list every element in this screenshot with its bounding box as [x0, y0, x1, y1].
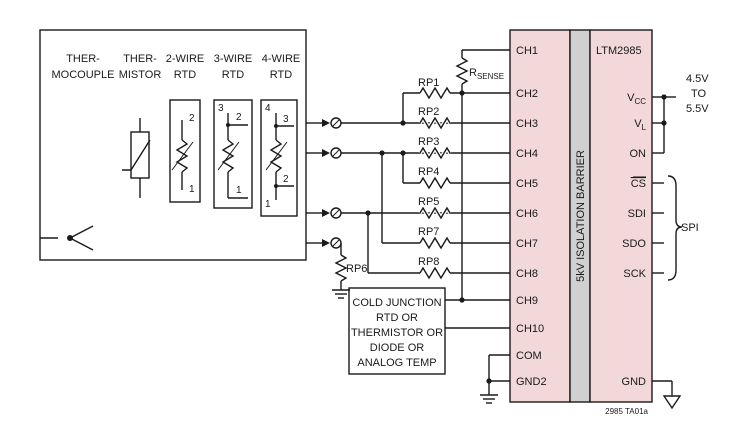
rtd2-label-2: RTD	[174, 69, 196, 81]
rtd2-label-1: 2-WIRE	[166, 53, 205, 65]
pin-ch9: CH9	[516, 295, 538, 307]
analog-side-block	[509, 29, 571, 403]
pin-on: ON	[630, 148, 647, 160]
digital-side-block	[589, 29, 653, 403]
resistor-rp4-label: RP4	[418, 166, 439, 178]
input-wiring	[306, 49, 510, 404]
pin-cs: CS	[631, 178, 646, 190]
pin-vl-main: V	[634, 118, 642, 130]
isolation-barrier-label: 5kV ISOLATION BARRIER	[575, 150, 587, 282]
rtd2-pin-2: 2	[189, 113, 195, 124]
figure-id: 2985 TA01a	[605, 407, 648, 416]
pin-ch10: CH10	[516, 323, 544, 335]
pin-ch2: CH2	[516, 88, 538, 100]
terminal-ch4	[330, 147, 342, 159]
rtd3-pin-3: 3	[218, 103, 224, 114]
resistor-rp8-label: RP8	[418, 256, 439, 268]
pin-vcc-sub: CC	[634, 97, 646, 106]
rtd4-pin-2: 2	[283, 174, 289, 185]
pin-vcc: VCC	[627, 92, 646, 106]
rtd3-pin-2: 2	[236, 112, 242, 123]
pin-ch1: CH1	[516, 45, 538, 57]
pin-ch8: CH8	[516, 268, 538, 280]
resistor-rp6-label: RP6	[346, 263, 367, 275]
terminal-ch8	[330, 237, 342, 249]
rtd3-label-2: RTD	[222, 69, 244, 81]
pin-vcc-main: V	[627, 92, 635, 104]
pin-sdo: SDO	[622, 238, 646, 250]
chip-name: LTM2985	[596, 45, 642, 57]
sensor-panel: THER- MOCOUPLE THER- MISTOR 2-WIRE RTD 3…	[39, 29, 307, 261]
pin-ch7: CH7	[516, 238, 538, 250]
pin-ch6: CH6	[516, 208, 538, 220]
spi-bus	[652, 175, 683, 281]
rtd3-symbol: 3 2 1	[213, 99, 253, 209]
supply-wiring	[652, 94, 676, 154]
rsense-label: RSENSE	[469, 67, 504, 81]
terminal-ch6	[330, 207, 342, 219]
pin-gnd2: GND2	[516, 376, 547, 388]
pin-vl-sub: L	[642, 123, 647, 132]
rsense-sub: SENSE	[477, 72, 504, 81]
thermocouple-label-1: THER-	[66, 53, 100, 65]
thermocouple-label-2: MOCOUPLE	[52, 69, 115, 81]
rtd4-label-1: 4-WIRE	[262, 53, 301, 65]
cold-junction-line-5: ANALOG TEMP	[357, 357, 436, 369]
cold-junction-line-1: COLD JUNCTION	[352, 297, 441, 309]
rsense-main: R	[469, 67, 477, 79]
pin-ch5: CH5	[516, 178, 538, 190]
rtd2-pin-1: 1	[189, 184, 195, 195]
supply-voltage-max: 5.5V	[686, 103, 709, 115]
supply-voltage-min: 4.5V	[686, 73, 709, 85]
rtd3-label-1: 3-WIRE	[214, 53, 253, 65]
pin-sdi: SDI	[628, 208, 646, 220]
rtd4-pin-4: 4	[265, 103, 271, 114]
thermocouple-symbol	[40, 225, 94, 251]
ground-symbol	[652, 380, 682, 410]
pin-ch4: CH4	[516, 148, 538, 160]
spi-label: SPI	[681, 222, 699, 234]
rtd4-pin-3: 3	[283, 114, 289, 125]
pin-sck: SCK	[623, 268, 646, 280]
cold-junction-box: COLD JUNCTION RTD OR THERMISTOR OR DIODE…	[348, 287, 446, 375]
pin-ch3: CH3	[516, 118, 538, 130]
resistor-rp1-label: RP1	[418, 77, 439, 89]
resistor-rp3-label: RP3	[418, 136, 439, 148]
thermistor-symbol	[122, 118, 151, 198]
rtd2-symbol: 2 1	[169, 99, 201, 203]
ltm2985-module: 5kV ISOLATION BARRIER CH1 CH2 CH3 CH4 CH…	[509, 29, 653, 403]
cold-junction-line-4: DIODE OR	[370, 342, 424, 354]
cold-junction-line-3: THERMISTOR OR	[351, 327, 443, 339]
resistor-rp2-label: RP2	[418, 106, 439, 118]
sensor-panel-border	[39, 29, 307, 261]
supply-voltage-to: TO	[691, 88, 707, 100]
thermistor-label-2: MISTOR	[119, 69, 162, 81]
resistor-rp5-label: RP5	[418, 196, 439, 208]
rtd3-pin-1: 1	[236, 185, 242, 196]
resistor-rp7-label: RP7	[418, 226, 439, 238]
cold-junction-line-2: RTD OR	[376, 312, 418, 324]
pin-com: COM	[516, 350, 542, 362]
rtd4-label-2: RTD	[270, 69, 292, 81]
thermistor-label-1: THER-	[123, 53, 157, 65]
terminal-ch3	[330, 117, 342, 129]
pin-vl: VL	[634, 118, 646, 132]
rtd4-pin-1: 1	[265, 199, 271, 210]
pin-gnd: GND	[622, 376, 647, 388]
rtd4-symbol: 4 3 2 1	[260, 99, 298, 217]
